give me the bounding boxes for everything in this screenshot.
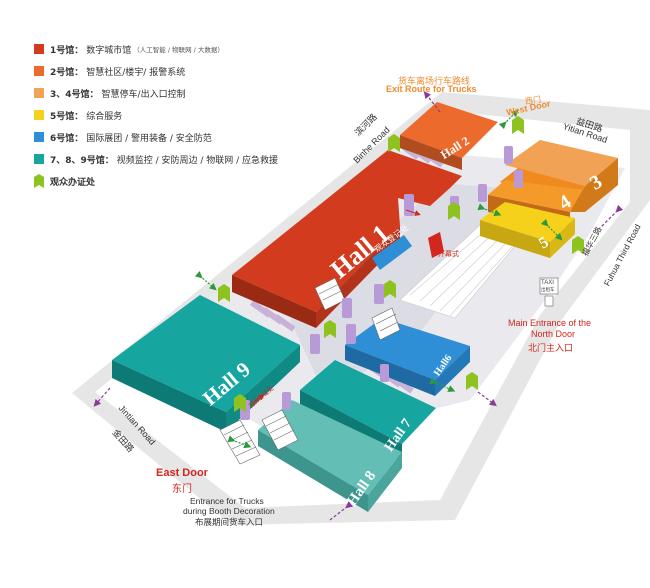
opening-ceremony-marker[interactable] — [428, 232, 444, 258]
legend-num: 7、8、9号馆： — [50, 155, 114, 166]
exit-route-cn: 货车离场行车路线 — [398, 76, 471, 86]
swatch — [34, 88, 44, 98]
legend-num: 3、4号馆： — [50, 89, 99, 100]
legend-num: 2号馆： — [50, 67, 84, 78]
swatch — [34, 66, 44, 76]
swatch — [34, 110, 44, 120]
taxi-icon — [539, 277, 559, 307]
legend-item-hall-5: 5号馆： 综合服务 — [34, 104, 278, 126]
booth-truck-en-1: Entrance for Trucks — [190, 496, 264, 506]
legend-text: 综合服务 — [86, 111, 123, 122]
swatch — [34, 154, 44, 164]
legend-item-hall-2: 2号馆： 智慧社区/楼宇/ 报警系统 — [34, 60, 278, 82]
legend-text: 视频监控 / 安防周边 / 物联网 / 应急救援 — [116, 155, 279, 166]
swatch — [34, 132, 44, 142]
taxi-sub-label: 出租车 — [541, 287, 555, 292]
opening-ceremony-label: 开幕式 — [438, 251, 459, 258]
legend: 1号馆： 数字城市馆 （人工智能 / 物联网 / 大数据） 2号馆： 智慧社区/… — [34, 38, 278, 192]
booth-truck-cn: 布展期间货车入口 — [195, 517, 264, 527]
legend-item-hall-6: 6号馆： 国际展团 / 警用装备 / 安全防范 — [34, 126, 278, 148]
swatch — [34, 44, 44, 54]
legend-text: 智慧社区/楼宇/ 报警系统 — [86, 67, 186, 78]
legend-item-hall-3-4: 3、4号馆： 智慧停车/出入口控制 — [34, 82, 278, 104]
east-door-cn: 东门 — [172, 484, 192, 495]
registration-sign — [372, 235, 412, 270]
legend-sub: （人工智能 / 物联网 / 大数据） — [133, 46, 224, 54]
north-entrance-en-2: North Door — [531, 329, 576, 339]
exit-route-en: Exit Route for Trucks — [386, 84, 477, 94]
legend-text: 观众办证处 — [50, 177, 96, 188]
north-entrance-cn: 北门主入口 — [528, 343, 574, 353]
truck-route-arrows — [93, 91, 624, 521]
legend-num: 5号馆： — [50, 111, 84, 122]
north-entrance-en-1: Main Entrance of the — [508, 318, 592, 328]
legend-item-hall-1: 1号馆： 数字城市馆 （人工智能 / 物联网 / 大数据） — [34, 38, 278, 60]
registration-flag-icon — [34, 174, 44, 188]
hall-8-block[interactable] — [258, 400, 402, 512]
door-arrows — [251, 209, 421, 405]
legend-num: 6号馆： — [50, 133, 84, 144]
taxi-label: TAXI — [541, 280, 554, 286]
booth-truck-en-2: during Booth Decoration — [183, 506, 275, 516]
legend-text: 数字城市馆 — [86, 45, 132, 56]
legend-item-registration: 观众办证处 — [34, 170, 278, 192]
registration-markers — [218, 116, 584, 412]
pedestrian-arrows — [194, 109, 563, 449]
east-door-en: East Door — [156, 467, 208, 479]
legend-text: 国际展团 / 警用装备 / 安全防范 — [86, 133, 212, 144]
hall-2-block[interactable] — [400, 102, 498, 170]
legend-num: 1号馆： — [50, 45, 84, 56]
legend-text: 智慧停车/出入口控制 — [101, 89, 186, 100]
legend-item-hall-7-8-9: 7、8、9号馆： 视频监控 / 安防周边 / 物联网 / 应急救援 — [34, 148, 278, 170]
